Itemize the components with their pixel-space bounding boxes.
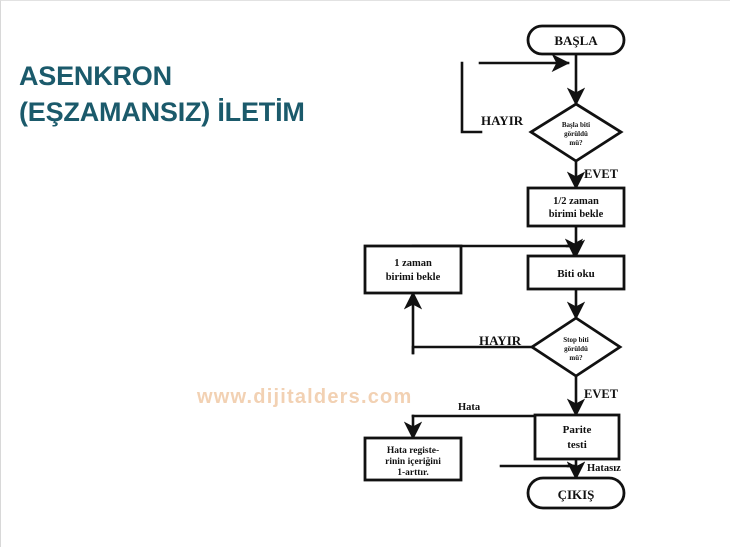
readbit-label: Biti oku <box>557 268 595 280</box>
edge-hayir-seg <box>460 61 483 134</box>
decision2-shape <box>529 316 623 378</box>
node-decision-stop-bit[interactable]: Stop biti görüldü mü? <box>529 316 623 378</box>
edge-label-evet-start: EVET <box>584 167 619 181</box>
decision2-label-line1: Stop biti <box>563 336 589 344</box>
decision1-label-line1: Başla biti <box>562 121 590 129</box>
start-shape <box>526 24 626 56</box>
flowchart-connectors <box>403 51 586 480</box>
edge-hayir2-seg <box>411 345 542 355</box>
errreg-label-line2: rinin içeriğini <box>385 457 441 467</box>
node-error-register[interactable]: Hata registe- rinin içeriğini 1-arttır. <box>363 436 463 482</box>
edge-onewait-to-read <box>564 238 584 257</box>
halfwait-shape <box>526 186 626 228</box>
exit-label: ÇIKIŞ <box>558 487 595 502</box>
parity-label-line1: Parite <box>563 424 592 436</box>
node-exit[interactable]: ÇIKIŞ <box>526 476 626 510</box>
halfwait-label-line1: 1/2 zaman <box>553 196 599 207</box>
edge-label-hata: Hata <box>458 402 481 413</box>
edge-label-hayir-start: HAYIR <box>481 113 524 128</box>
decision2-label-line3: mü? <box>569 354 583 362</box>
decision1-label-line3: mü? <box>569 139 583 147</box>
errreg-label-line1: Hata registe- <box>387 446 439 456</box>
node-one-time-wait[interactable]: 1 zaman birimi bekle <box>363 244 463 295</box>
page-title: ASENKRON (EŞZAMANSIZ) İLETİM <box>19 61 305 127</box>
parity-shape <box>533 413 621 461</box>
edge-label-evet-stop: EVET <box>584 387 619 401</box>
start-label: BAŞLA <box>554 33 598 48</box>
errreg-label-line3: 1-arttır. <box>397 468 429 478</box>
decision1-label-line2: görüldü <box>564 130 588 138</box>
node-parity-test[interactable]: Parite testi <box>533 413 621 461</box>
edge-label-hayir-stop: HAYIR <box>479 333 522 348</box>
errreg-shape <box>363 436 463 482</box>
onewait-shape <box>363 244 463 295</box>
readbit-shape <box>526 254 626 291</box>
node-decision-start-bit[interactable]: Başla biti görüldü mü? <box>528 102 624 163</box>
onewait-label-line1: 1 zaman <box>394 258 432 269</box>
parity-label-line2: testi <box>567 439 587 451</box>
node-read-bit[interactable]: Biti oku <box>526 254 626 291</box>
decision2-label-line2: görüldü <box>564 345 588 353</box>
node-half-time-wait[interactable]: 1/2 zaman birimi bekle <box>526 186 626 228</box>
decision1-shape <box>528 102 624 163</box>
node-start[interactable]: BAŞLA <box>526 24 626 56</box>
halfwait-label-line2: birimi bekle <box>549 209 604 220</box>
exit-shape <box>526 476 626 510</box>
edge-label-hatasiz: Hatasız <box>587 463 621 474</box>
onewait-label-line2: birimi bekle <box>386 272 441 283</box>
